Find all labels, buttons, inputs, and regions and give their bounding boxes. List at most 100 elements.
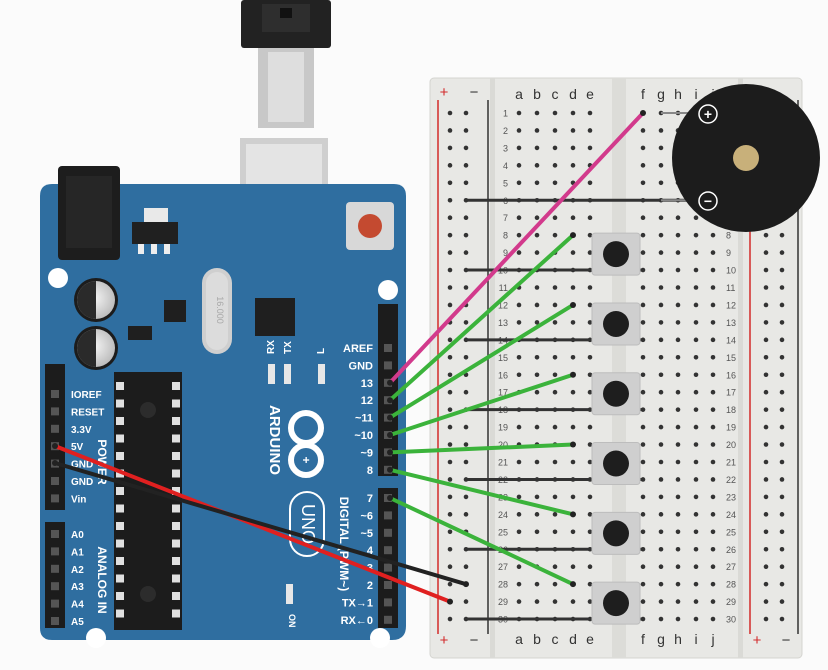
pushbutton-cap[interactable] bbox=[603, 310, 629, 337]
rail-hole[interactable] bbox=[447, 389, 453, 395]
breadboard-hole[interactable] bbox=[516, 110, 522, 116]
rail-hole[interactable] bbox=[463, 355, 469, 360]
breadboard-hole[interactable] bbox=[570, 320, 576, 325]
rail-hole[interactable] bbox=[779, 581, 785, 587]
breadboard-hole[interactable] bbox=[552, 285, 558, 290]
breadboard-hole[interactable] bbox=[552, 302, 558, 308]
breadboard-hole[interactable] bbox=[587, 232, 593, 238]
breadboard-hole[interactable] bbox=[675, 546, 681, 552]
rail-hole[interactable] bbox=[463, 110, 469, 116]
rail-hole[interactable] bbox=[763, 407, 769, 412]
breadboard-hole[interactable] bbox=[658, 616, 664, 622]
rail-hole[interactable] bbox=[447, 616, 453, 622]
breadboard-hole[interactable] bbox=[640, 494, 646, 500]
rail-hole[interactable] bbox=[463, 215, 469, 220]
wire-pin13-buzzer[interactable] bbox=[388, 111, 645, 385]
breadboard-hole[interactable] bbox=[552, 163, 558, 168]
breadboard-hole[interactable] bbox=[570, 564, 576, 569]
rail-hole[interactable] bbox=[447, 424, 453, 430]
breadboard-hole[interactable] bbox=[658, 267, 664, 273]
breadboard-hole[interactable] bbox=[587, 302, 593, 308]
breadboard-hole[interactable] bbox=[710, 512, 716, 517]
power-pin-pin[interactable] bbox=[51, 407, 59, 416]
analog-pin-pin[interactable] bbox=[51, 599, 59, 608]
breadboard-hole[interactable] bbox=[587, 285, 593, 290]
breadboard-hole[interactable] bbox=[658, 546, 664, 552]
rail-hole[interactable] bbox=[463, 442, 469, 447]
breadboard-hole[interactable] bbox=[693, 355, 699, 360]
breadboard-hole[interactable] bbox=[640, 424, 646, 430]
breadboard-hole[interactable] bbox=[675, 407, 681, 412]
breadboard-hole[interactable] bbox=[587, 599, 593, 604]
rail-hole[interactable] bbox=[447, 163, 453, 168]
piezo-buzzer[interactable]: + − bbox=[672, 84, 820, 232]
breadboard-hole[interactable] bbox=[658, 163, 664, 168]
breadboard-hole[interactable] bbox=[534, 250, 540, 255]
breadboard-hole[interactable] bbox=[658, 494, 664, 500]
breadboard-hole[interactable] bbox=[516, 215, 522, 220]
breadboard-hole[interactable] bbox=[658, 407, 664, 412]
breadboard-hole[interactable] bbox=[570, 459, 576, 465]
breadboard-hole[interactable] bbox=[534, 145, 540, 151]
breadboard-hole[interactable] bbox=[640, 302, 646, 308]
power-pin-pin[interactable] bbox=[51, 424, 59, 433]
rail-hole[interactable] bbox=[763, 355, 769, 360]
breadboard-hole[interactable] bbox=[587, 250, 593, 255]
breadboard-hole[interactable] bbox=[534, 215, 540, 220]
breadboard-hole[interactable] bbox=[640, 529, 646, 535]
rail-hole[interactable] bbox=[447, 267, 453, 273]
breadboard-hole[interactable] bbox=[552, 389, 558, 395]
breadboard-hole[interactable] bbox=[658, 128, 664, 133]
breadboard-hole[interactable] bbox=[552, 494, 558, 500]
breadboard-hole[interactable] bbox=[552, 128, 558, 133]
breadboard-hole[interactable] bbox=[640, 599, 646, 604]
rail-hole[interactable] bbox=[463, 180, 469, 186]
digital-pin-pin[interactable] bbox=[384, 361, 392, 370]
rail-hole[interactable] bbox=[779, 529, 785, 535]
breadboard-hole[interactable] bbox=[710, 372, 716, 378]
rail-hole[interactable] bbox=[447, 529, 453, 535]
breadboard-hole[interactable] bbox=[587, 215, 593, 220]
breadboard-hole[interactable] bbox=[570, 215, 576, 220]
rail-hole[interactable] bbox=[447, 215, 453, 220]
breadboard-hole[interactable] bbox=[675, 285, 681, 290]
breadboard-hole[interactable] bbox=[534, 389, 540, 395]
rail-hole[interactable] bbox=[779, 442, 785, 447]
breadboard-hole[interactable] bbox=[640, 320, 646, 325]
breadboard-hole[interactable] bbox=[534, 424, 540, 430]
rail-hole[interactable] bbox=[763, 616, 769, 622]
rail-hole[interactable] bbox=[763, 302, 769, 308]
rail-hole[interactable] bbox=[463, 599, 469, 604]
rail-hole[interactable] bbox=[779, 372, 785, 378]
breadboard-hole[interactable] bbox=[640, 180, 646, 186]
breadboard-hole[interactable] bbox=[534, 372, 540, 378]
breadboard-hole[interactable] bbox=[710, 250, 716, 255]
breadboard-hole[interactable] bbox=[534, 355, 540, 360]
rail-hole[interactable] bbox=[447, 110, 453, 116]
pushbutton-5[interactable] bbox=[466, 511, 643, 555]
arduino-uno-board[interactable]: 16.000 RX TX L + ARDUINO UNO ON bbox=[40, 166, 406, 648]
breadboard-hole[interactable] bbox=[587, 145, 593, 151]
breadboard-hole[interactable] bbox=[693, 285, 699, 290]
breadboard-hole[interactable] bbox=[675, 389, 681, 395]
breadboard-hole[interactable] bbox=[693, 599, 699, 604]
analog-pin-pin[interactable] bbox=[51, 530, 59, 538]
breadboard-hole[interactable] bbox=[675, 232, 681, 238]
rail-hole[interactable] bbox=[779, 512, 785, 517]
breadboard-hole[interactable] bbox=[693, 267, 699, 273]
breadboard-hole[interactable] bbox=[516, 180, 522, 186]
breadboard-hole[interactable] bbox=[570, 494, 576, 500]
breadboard-hole[interactable] bbox=[710, 616, 716, 622]
breadboard-hole[interactable] bbox=[552, 110, 558, 116]
breadboard-hole[interactable] bbox=[693, 407, 699, 412]
breadboard-hole[interactable] bbox=[658, 285, 664, 290]
rail-hole[interactable] bbox=[447, 564, 453, 569]
breadboard-hole[interactable] bbox=[658, 424, 664, 430]
breadboard-hole[interactable] bbox=[693, 581, 699, 587]
breadboard-hole[interactable] bbox=[675, 250, 681, 255]
power-pin-pin[interactable] bbox=[51, 477, 59, 485]
rail-hole[interactable] bbox=[463, 232, 469, 238]
analog-pin-pin[interactable] bbox=[51, 547, 59, 556]
breadboard-hole[interactable] bbox=[534, 529, 540, 535]
breadboard-hole[interactable] bbox=[658, 337, 664, 343]
